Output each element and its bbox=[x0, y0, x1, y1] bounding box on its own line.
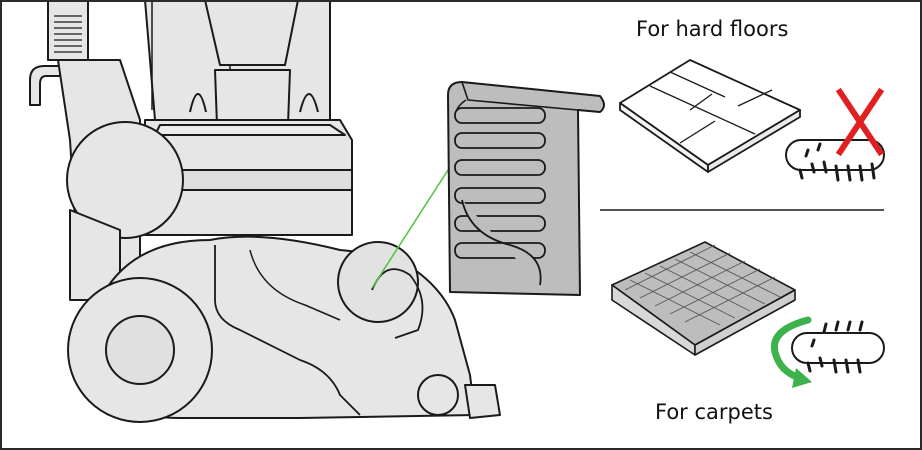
handle-grip bbox=[54, 15, 82, 53]
brushbar-icon bbox=[785, 139, 885, 182]
carpets-label: For carpets bbox=[655, 400, 773, 424]
rotate-arrow-icon bbox=[770, 316, 812, 388]
vacuum-ball bbox=[66, 121, 184, 239]
red-cross-icon bbox=[835, 87, 885, 157]
hard-floor-tile bbox=[619, 59, 801, 173]
switch-location-circle bbox=[337, 241, 419, 323]
carpet-tile bbox=[611, 241, 796, 356]
front-roller bbox=[417, 374, 459, 416]
vacuum-cyclone bbox=[204, 0, 299, 66]
brushbar-icon bbox=[791, 320, 885, 374]
vacuum-hook bbox=[29, 65, 61, 106]
vacuum-cleaner bbox=[29, 0, 501, 423]
pointer-line bbox=[371, 169, 449, 289]
vacuum-handle bbox=[47, 0, 89, 61]
carpet-pile bbox=[624, 244, 781, 326]
brushbar-switch-closeup bbox=[447, 81, 605, 296]
hard-floors-label: For hard floors bbox=[636, 17, 789, 41]
